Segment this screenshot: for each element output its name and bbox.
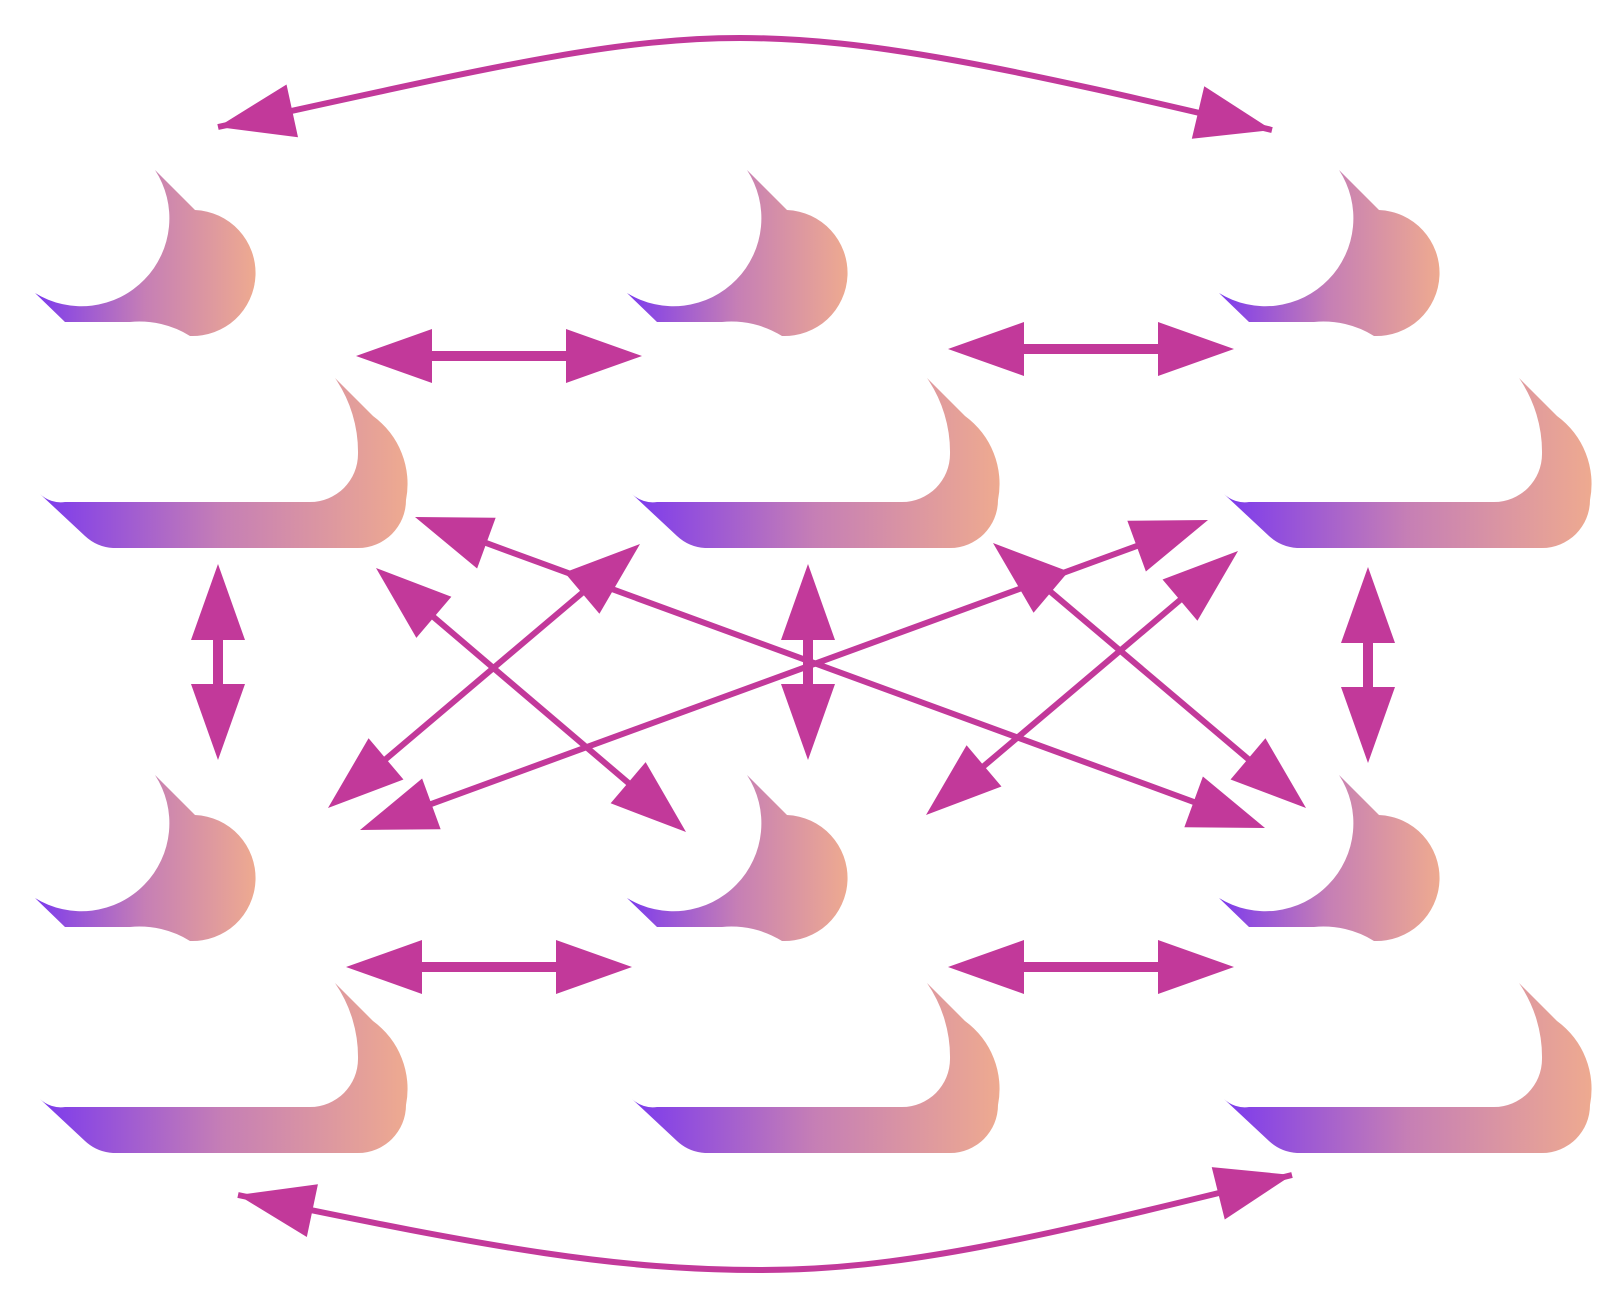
edge-n1-n4-arrow (191, 564, 245, 760)
user-icon (35, 170, 408, 548)
arrowhead-start (1162, 551, 1238, 621)
user-icon (627, 775, 1000, 1153)
arrowhead-end (1158, 940, 1234, 994)
arrowhead-start (356, 329, 432, 383)
arrowhead-start (346, 940, 422, 994)
user-icon-head (1219, 775, 1440, 942)
user-icon-body (632, 983, 1000, 1153)
arrowhead-end (1341, 687, 1395, 763)
arrow-shaft (381, 588, 587, 764)
arrowhead-start (1127, 520, 1208, 572)
arrowhead-start (376, 568, 452, 638)
arrowhead-end (360, 778, 441, 830)
arrowhead-start (238, 1184, 318, 1238)
arrow-shaft (1046, 587, 1253, 764)
edge-n1-n6-arrow (415, 517, 1265, 828)
arrowhead-end (191, 684, 245, 760)
user-icon-body (632, 378, 1000, 548)
arrowhead-start (1341, 567, 1395, 643)
user-icon-head (1219, 170, 1440, 337)
arrowhead-start (993, 543, 1069, 613)
arrow-shaft (428, 612, 634, 788)
arrowhead-end (328, 738, 404, 808)
edge-n1-n5-arrow (376, 568, 686, 832)
user-icon-body (40, 378, 408, 548)
edge-n1-n3-arrow (217, 34, 1273, 139)
user-icon-head (35, 775, 256, 942)
user-icon (35, 775, 408, 1153)
arrowhead-start (191, 564, 245, 640)
arrowhead-end (1158, 322, 1234, 376)
arrowhead-end (1191, 86, 1272, 139)
arrowhead-end (610, 762, 686, 832)
edge-n2-n6-arrow (993, 543, 1306, 808)
edge-n5-n6-arrow (948, 940, 1234, 994)
arrowhead-end (1211, 1167, 1292, 1220)
arrowhead-start (564, 544, 640, 614)
arrowhead-end (926, 745, 1002, 815)
edge-n3-n5-arrow (926, 551, 1238, 815)
arrowhead-start (415, 517, 496, 569)
arrowhead-end (566, 329, 642, 383)
edge-n4-n5-arrow (346, 940, 632, 994)
user-icon-body (1224, 983, 1592, 1153)
arrowhead-end (1230, 738, 1306, 808)
user-icon-body (1224, 378, 1592, 548)
arrowhead-start (948, 940, 1024, 994)
user-icon (1219, 170, 1592, 548)
edge-n1-n2-arrow (356, 329, 642, 383)
arrow-shaft (217, 34, 1273, 133)
user-icon-head (35, 170, 256, 337)
edge-n2-n4-arrow (328, 544, 640, 808)
user-icon-head (627, 775, 848, 942)
arrowhead-end (781, 684, 835, 760)
arrowhead-start (781, 564, 835, 640)
user-icon-body (40, 983, 408, 1153)
arrowhead-end (556, 940, 632, 994)
arrow-shaft (979, 595, 1185, 771)
edge-n4-n6-arrow (237, 1167, 1293, 1274)
user-icon (1219, 775, 1592, 1153)
edge-n3-n6-arrow (1341, 567, 1395, 763)
arrowhead-start (218, 84, 299, 138)
user-icon-head (627, 170, 848, 337)
arrowhead-start (948, 322, 1024, 376)
arrow-shaft (237, 1172, 1293, 1274)
edge-n2-n3-arrow (948, 322, 1234, 376)
user-icon (627, 170, 1000, 548)
arrowhead-end (1184, 776, 1265, 828)
